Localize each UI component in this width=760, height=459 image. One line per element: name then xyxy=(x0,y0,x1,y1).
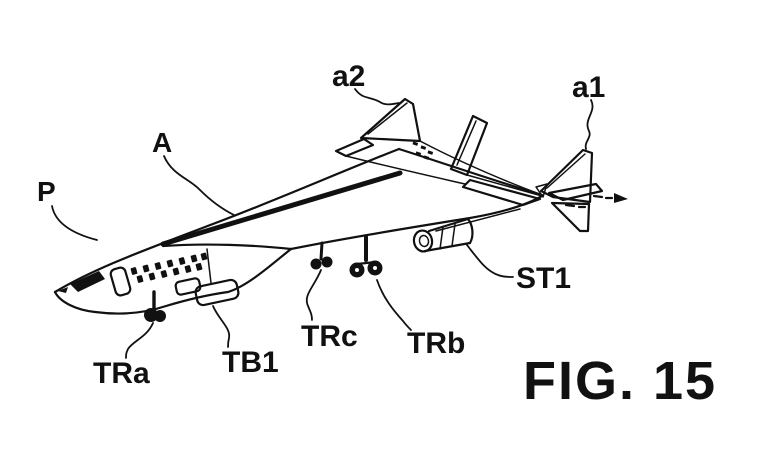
fuselage-top-edge xyxy=(53,147,401,294)
leader-ST1 xyxy=(466,244,514,278)
window xyxy=(184,265,192,273)
belly-to-wing-edge xyxy=(226,247,293,294)
nose-landing-gear xyxy=(144,290,166,322)
fuselage-belly-edge xyxy=(53,290,230,315)
cockpit-windshield xyxy=(70,271,105,292)
st1-inlet-inner xyxy=(418,234,430,248)
window xyxy=(160,270,168,278)
center-landing-gear xyxy=(310,241,333,270)
tb1-pod-main xyxy=(194,278,240,307)
right-tailplane xyxy=(547,182,604,202)
window xyxy=(166,259,174,268)
wing-trailing-edge xyxy=(289,194,544,251)
window xyxy=(178,257,186,265)
far-fin-inner-line xyxy=(367,102,408,135)
st1-ring-2 xyxy=(451,223,456,247)
deck-line-far xyxy=(345,155,466,185)
nose-gear-wheel xyxy=(144,308,158,322)
st1-body-top xyxy=(427,217,470,233)
leader-TRc xyxy=(305,269,322,321)
lower-tail-fin xyxy=(550,201,591,233)
reference-labels: P A a2 a1 ST1 TRa TB1 TRc TRb xyxy=(37,60,605,390)
leader-a1 xyxy=(584,99,594,150)
upper-tail-fin-a1 xyxy=(539,148,594,204)
window xyxy=(148,272,156,281)
leader-a2 xyxy=(354,88,400,106)
hidden-edge-dashes xyxy=(412,141,434,160)
label-a2: a2 xyxy=(332,60,365,93)
figure-caption: FIG. 15 xyxy=(523,351,717,411)
window xyxy=(136,275,144,283)
window xyxy=(172,267,180,276)
cabin-joint-line xyxy=(206,248,212,284)
near-fin xyxy=(449,114,489,177)
cabin-windows xyxy=(130,252,208,283)
aircraft-fuselage xyxy=(53,147,544,315)
label-TRb: TRb xyxy=(407,327,465,360)
leader-lines xyxy=(51,88,594,359)
nose-tip-mark xyxy=(58,287,68,293)
label-A: A xyxy=(152,127,172,158)
main-gear-hub xyxy=(373,266,377,270)
label-P: P xyxy=(37,176,56,207)
center-gear-wheel xyxy=(321,256,333,268)
window xyxy=(142,264,150,273)
wing-underside-line xyxy=(435,208,521,232)
tail-hub-fairing xyxy=(535,183,548,198)
far-tailplane xyxy=(334,137,375,158)
st1-body-bottom xyxy=(423,241,472,253)
window xyxy=(195,262,203,271)
aircraft-drawing xyxy=(53,97,628,322)
st1-ring-1 xyxy=(439,226,444,250)
cabin-door xyxy=(109,266,132,297)
nose-gear-wheel xyxy=(154,310,166,322)
tail-assembly-a1 xyxy=(461,148,628,233)
thrust-axis-dashed-arrow xyxy=(564,193,628,209)
leader-TRb xyxy=(376,279,412,331)
engine-pod-tb1 xyxy=(174,277,240,307)
tb1-pod-front xyxy=(174,277,202,296)
label-TRc: TRc xyxy=(301,320,358,353)
leader-A xyxy=(163,155,235,216)
leader-TB1 xyxy=(212,305,231,348)
st1-rear-cap xyxy=(466,217,474,245)
far-wing-trailing-line xyxy=(419,140,543,196)
leader-TRa xyxy=(125,322,154,359)
axis-dash xyxy=(592,194,604,199)
near-fin-inner-line xyxy=(456,120,477,166)
window xyxy=(200,252,208,261)
dash xyxy=(423,155,430,160)
main-gear-hub xyxy=(355,268,359,272)
center-gear-strut xyxy=(319,241,324,261)
deck-line-near xyxy=(466,174,543,197)
leader-P xyxy=(51,205,98,241)
label-a1: a1 xyxy=(572,71,605,104)
rear-deck-edge xyxy=(397,147,544,197)
engine-pod-st1 xyxy=(412,217,474,253)
center-gear-wheel xyxy=(310,258,322,270)
axis-arrowhead xyxy=(614,193,628,203)
window xyxy=(130,267,138,275)
label-TRa: TRa xyxy=(93,357,150,390)
mid-twin-fins xyxy=(334,97,543,197)
window xyxy=(154,262,162,270)
axis-dash xyxy=(564,203,576,208)
wing-leading-edge-strake xyxy=(160,170,403,247)
upper-fin-inner-line xyxy=(546,153,586,189)
label-TB1: TB1 xyxy=(222,346,279,379)
dash xyxy=(427,150,434,155)
near-tailplane xyxy=(461,178,542,207)
label-ST1: ST1 xyxy=(516,262,571,295)
dash xyxy=(412,141,419,146)
dash xyxy=(415,151,422,156)
window xyxy=(190,254,198,263)
main-landing-gear xyxy=(349,235,383,278)
wing-near-edge xyxy=(161,243,293,251)
far-fin-a2 xyxy=(359,97,422,143)
dash xyxy=(420,145,427,150)
